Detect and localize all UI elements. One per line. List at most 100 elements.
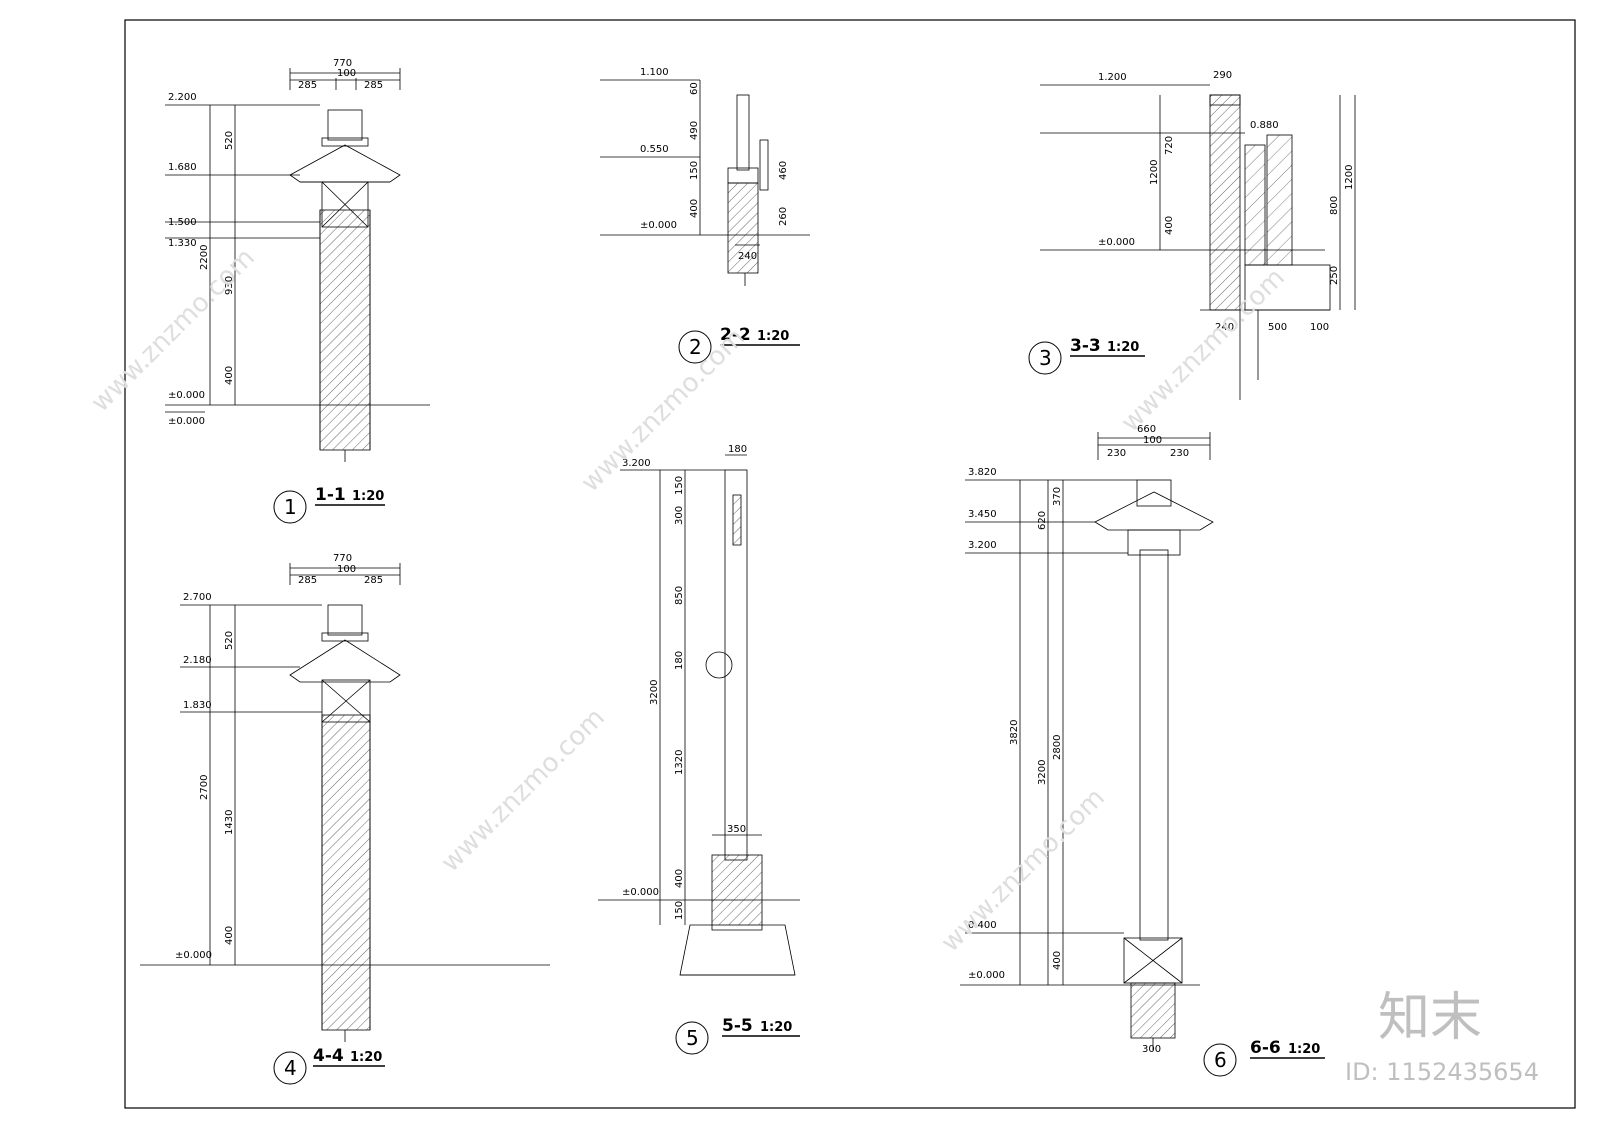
title-num-4: 4	[284, 1056, 297, 1080]
section-6-6	[960, 432, 1214, 1050]
section-2-2	[600, 79, 810, 286]
dim-2-400: 400	[689, 199, 700, 218]
title-5-5: 5 5-5 1:20	[675, 1016, 800, 1055]
dim-5-300: 300	[674, 506, 685, 525]
title-scale-6: 1:20	[1288, 1042, 1320, 1057]
dim-3-400: 400	[1164, 216, 1175, 235]
dim-6-660: 660	[1137, 424, 1156, 435]
elev-3-b: 0.880	[1250, 120, 1279, 131]
elev-2-b: 0.550	[640, 144, 669, 155]
elev-1-f: ±0.000	[168, 416, 205, 427]
title-scale-2: 1:20	[757, 329, 789, 344]
dim-6-370: 370	[1052, 487, 1063, 506]
title-3-3: 3 3-3 1:20	[1028, 336, 1145, 375]
dim-2-260: 260	[778, 207, 789, 226]
dim-5-180a: 180	[728, 444, 747, 455]
elev-4-b: 2.180	[183, 655, 212, 666]
sheet-border	[124, 19, 1576, 1109]
elev-6-b: 3.450	[968, 509, 997, 520]
dim-5-150b: 150	[674, 901, 685, 920]
elev-1-c: 1.500	[168, 217, 197, 228]
dim-4-770: 770	[333, 553, 352, 564]
dim-3-100: 100	[1310, 322, 1329, 333]
dim-1-2200: 2200	[199, 245, 210, 270]
title-4-4: 4 4-4 1:20	[273, 1046, 385, 1085]
dim-1-100: 100	[337, 68, 356, 79]
title-scale-4: 1:20	[350, 1050, 382, 1065]
section-5-5	[598, 454, 800, 976]
title-scale-5: 1:20	[760, 1020, 792, 1035]
dim-3-500: 500	[1268, 322, 1287, 333]
dim-5-3200: 3200	[649, 680, 660, 705]
elev-4-a: 2.700	[183, 592, 212, 603]
dim-3-800: 800	[1329, 196, 1340, 215]
elev-6-d: 0.400	[968, 920, 997, 931]
dim-3-1200a: 1200	[1149, 160, 1160, 185]
title-1-1: 1 1-1 1:20	[273, 485, 385, 524]
dim-1-285b: 285	[364, 80, 383, 91]
dim-1-400: 400	[224, 366, 235, 385]
elev-2-a: 1.100	[640, 67, 669, 78]
dim-2-490: 490	[689, 121, 700, 140]
dim-1-770: 770	[333, 58, 352, 69]
dim-4-520: 520	[224, 631, 235, 650]
dim-3-720: 720	[1164, 136, 1175, 155]
dim-3-290: 290	[1213, 70, 1232, 81]
title-num-2: 2	[689, 335, 702, 359]
title-text-5: 5-5	[722, 1016, 753, 1036]
elev-4-c: 1.830	[183, 700, 212, 711]
dim-6-3820: 3820	[1009, 720, 1020, 745]
dim-6-230b: 230	[1170, 448, 1189, 459]
elev-1-a: 2.200	[168, 92, 197, 103]
dim-2-240: 240	[738, 251, 757, 262]
elev-3-a: 1.200	[1098, 72, 1127, 83]
dim-5-150a: 150	[674, 476, 685, 495]
title-num-5: 5	[686, 1026, 699, 1050]
dim-6-3200: 3200	[1037, 760, 1048, 785]
watermark-brand: 知末	[1378, 988, 1482, 1048]
watermark-site-2: www.znzmo.com	[575, 323, 750, 498]
elev-5-a: 3.200	[622, 458, 651, 469]
dim-6-400: 400	[1052, 951, 1063, 970]
elev-3-c: ±0.000	[1098, 237, 1135, 248]
dim-1-930: 930	[224, 276, 235, 295]
elev-1-b: 1.680	[168, 162, 197, 173]
elev-6-c: 3.200	[968, 540, 997, 551]
dim-6-300: 300	[1142, 1044, 1161, 1055]
elev-6-e: ±0.000	[968, 970, 1005, 981]
dim-6-620: 620	[1037, 511, 1048, 530]
dim-4-2700: 2700	[199, 775, 210, 800]
dim-2-60: 60	[689, 82, 700, 95]
watermark-site-4: www.znzmo.com	[435, 703, 610, 878]
dim-3-240: 240	[1215, 322, 1234, 333]
title-num-1: 1	[284, 495, 297, 519]
title-scale-1: 1:20	[352, 489, 384, 504]
section-4-4	[140, 563, 550, 1042]
dim-1-520: 520	[224, 131, 235, 150]
watermark-site-5: www.znzmo.com	[935, 783, 1110, 958]
title-text-1: 1-1	[315, 485, 346, 505]
dim-6-100: 100	[1143, 435, 1162, 446]
dim-6-230a: 230	[1107, 448, 1126, 459]
title-text-3: 3-3	[1070, 336, 1101, 356]
dim-4-100: 100	[337, 564, 356, 575]
title-text-4: 4-4	[313, 1046, 344, 1066]
elev-5-b: ±0.000	[622, 887, 659, 898]
title-2-2: 2 2-2 1:20	[678, 325, 800, 364]
title-6-6: 6 6-6 1:20	[1203, 1038, 1325, 1077]
section-3-3	[1040, 84, 1356, 400]
dim-5-850: 850	[674, 586, 685, 605]
elev-1-d: 1.330	[168, 238, 197, 249]
dim-4-285a: 285	[298, 575, 317, 586]
dim-4-400: 400	[224, 926, 235, 945]
title-text-6: 6-6	[1250, 1038, 1281, 1058]
dim-2-460: 460	[778, 161, 789, 180]
dim-3-250: 250	[1329, 266, 1340, 285]
dim-5-400: 400	[674, 869, 685, 888]
elev-4-d: ±0.000	[175, 950, 212, 961]
elev-1-e: ±0.000	[168, 390, 205, 401]
watermark-id: ID: 1152435654	[1345, 1058, 1539, 1086]
dim-5-180b: 180	[674, 651, 685, 670]
title-num-3: 3	[1039, 346, 1052, 370]
